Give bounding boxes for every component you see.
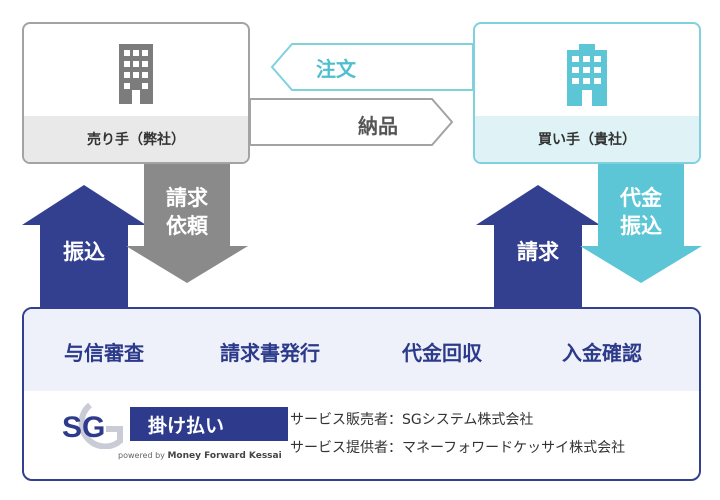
billing-request-label: 請求 依頼 <box>144 184 230 240</box>
buyer-payment-line2: 振込 <box>620 214 662 238</box>
sg-logo-text: SG <box>62 411 105 444</box>
billing-request-line1: 請求 <box>166 186 208 210</box>
brand-title: 掛け払い <box>130 407 288 441</box>
buyer-payment-line1: 代金 <box>620 186 662 210</box>
billing-request-line2: 依頼 <box>166 214 208 238</box>
service-invoice-issuing: 請求書発行 <box>220 341 320 365</box>
service-payment-confirmation: 入金確認 <box>562 341 642 365</box>
platform-box: 与信審査 請求書発行 代金回収 入金確認 SG 掛け払い powered by … <box>22 307 701 481</box>
seller-box: 売り手（弊社） <box>22 22 250 164</box>
service-collection: 代金回収 <box>402 341 482 365</box>
billing-label: 請求 <box>517 240 559 264</box>
payment-to-seller-arrow <box>22 185 146 307</box>
services-band: 与信審査 請求書発行 代金回収 入金確認 <box>24 309 699 391</box>
payment-to-seller-label: 振込 <box>63 240 105 264</box>
buyer-label: 買い手（貴社） <box>475 116 699 162</box>
powered-prefix: powered by <box>118 451 165 460</box>
buyer-box: 買い手（貴社） <box>473 22 701 164</box>
sg-logo-mark: SG <box>62 402 123 449</box>
delivery-label: 納品 <box>358 114 398 138</box>
building-icon <box>119 44 153 104</box>
seller-label: 売り手（弊社） <box>24 116 248 162</box>
delivery-arrow <box>249 98 454 146</box>
brand-powered: powered by Money Forward Kessai <box>118 451 282 461</box>
order-arrow <box>270 43 474 91</box>
buyer-payment-arrow <box>580 164 702 283</box>
building-icon <box>567 44 607 106</box>
billing-arrow <box>476 185 600 307</box>
service-credit-check: 与信審査 <box>64 341 144 365</box>
brand-logo: SG 掛け払い powered by Money Forward Kessai <box>60 401 290 473</box>
provider-seller: サービス販売者：SGシステム株式会社 <box>290 412 534 428</box>
powered-name: Money Forward Kessai <box>167 451 282 461</box>
billing-request-arrow <box>126 164 248 283</box>
buyer-payment-label: 代金 振込 <box>598 184 684 240</box>
order-label: 注文 <box>316 57 356 81</box>
provider-service: サービス提供者：マネーフォワードケッサイ株式会社 <box>290 440 626 456</box>
